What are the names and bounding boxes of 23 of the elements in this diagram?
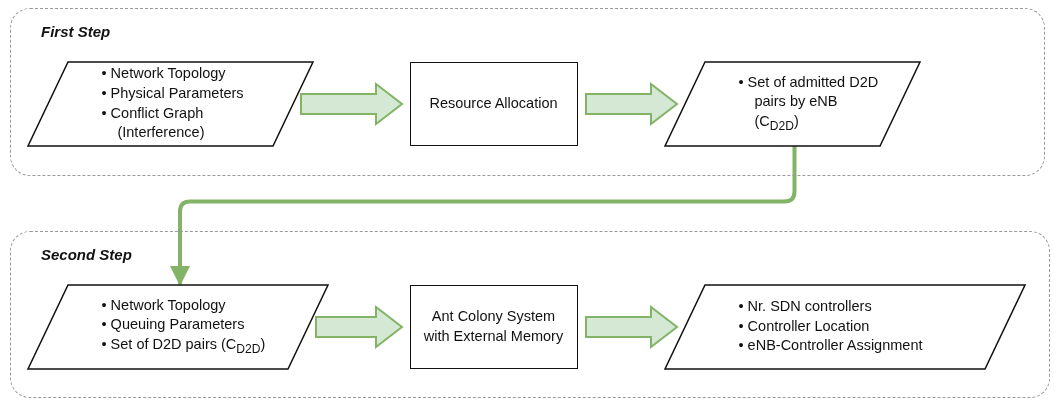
block-arrow [585,81,679,127]
block-arrow [585,304,679,350]
connector-arrow [170,146,797,286]
process-box [409,61,578,146]
bullet-item: • Set of D2D pairs (C$_{D2D}$) [101,334,266,358]
bullet-item: • Nr. SDN controllers [738,297,873,317]
step-group [10,231,1050,398]
bullet-item: • Set of admitted D2D pairs by eNB (C$_{D2D}$) [738,72,880,135]
bullet-item: • Queuing Parameters [101,315,246,335]
block-arrow [315,304,404,350]
bullet-item: • eNB-Controller Assignment [738,336,923,356]
block-arrow [300,81,404,127]
bullet-item: • Network Topology [101,64,227,84]
bullet-item: • Network Topology [101,295,227,315]
bullet-item: • Conflict Graph (Interference) [101,103,206,143]
group-title: Second Step [41,246,132,263]
step-group [10,8,1045,176]
box-label: Ant Colony System with External Memory [422,306,565,346]
process-box [409,284,578,369]
box-label: Resource Allocation [429,93,558,113]
bullet-item: • Controller Location [738,316,871,336]
group-title: First Step [41,23,111,40]
bullet-item: • Physical Parameters [101,83,245,103]
